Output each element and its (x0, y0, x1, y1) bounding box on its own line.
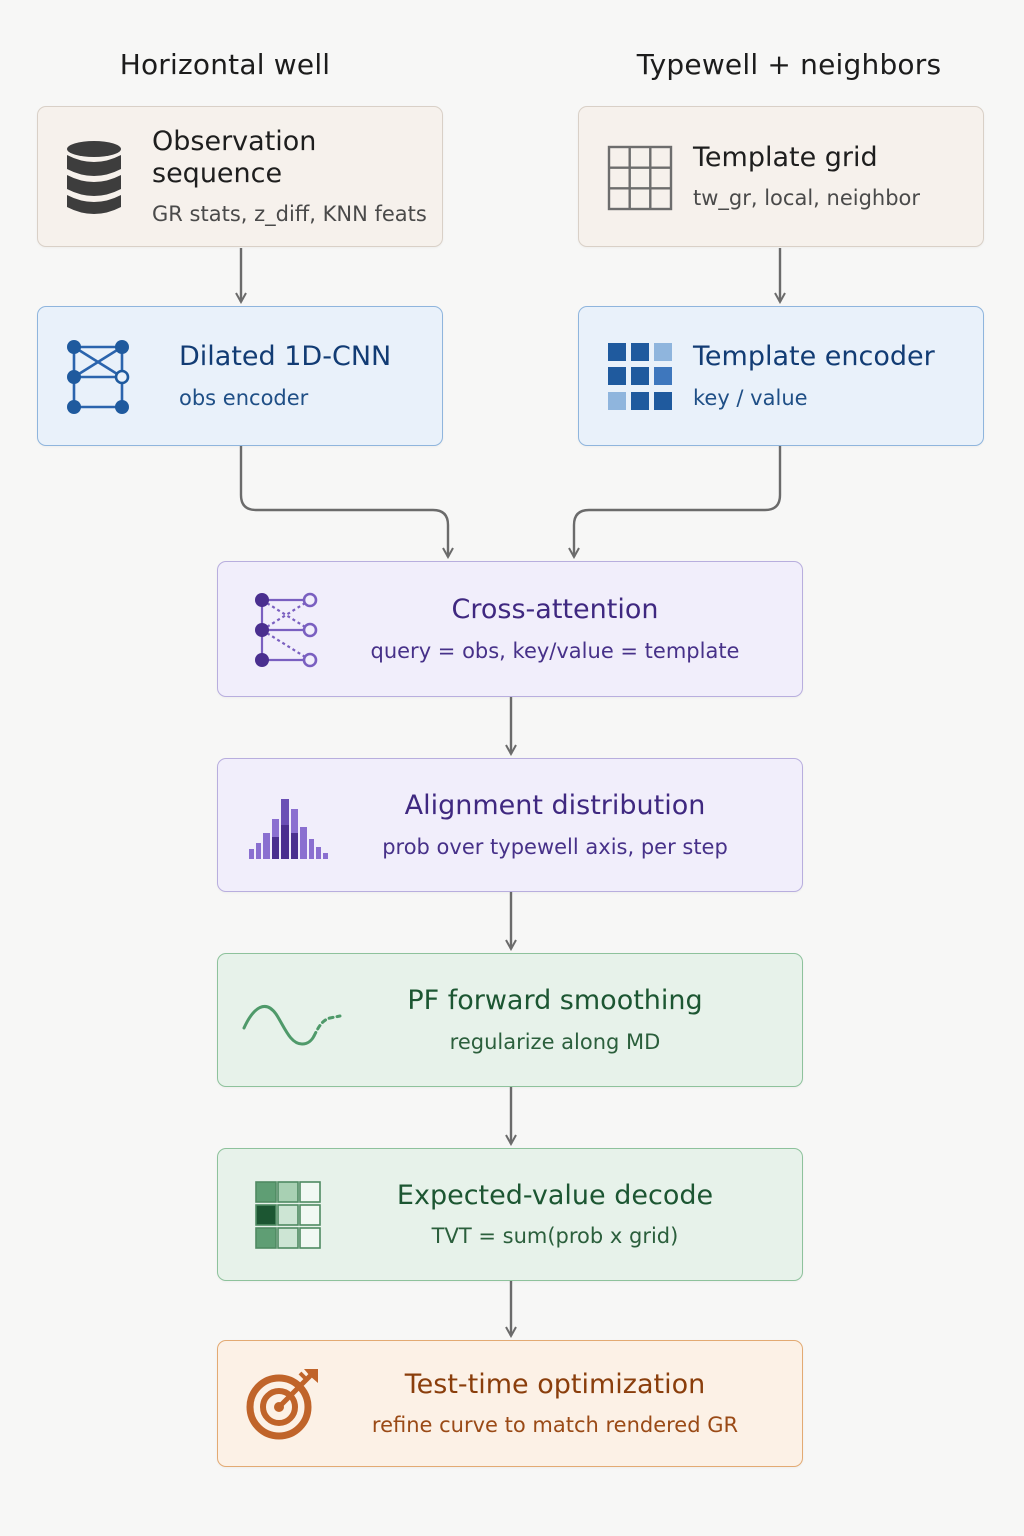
pf-smoothing-node: PF forward smoothing regularize along MD (217, 953, 803, 1087)
decode-node: Expected-value decode TVT = sum(prob x g… (217, 1148, 803, 1281)
cross-attention-node: Cross-attention query = obs, key/value =… (217, 561, 803, 697)
tto-subtitle: refine curve to match rendered GR (371, 1413, 739, 1438)
wave-icon (242, 996, 342, 1052)
histogram-icon (248, 797, 338, 865)
left-column-header: Horizontal well (119, 48, 331, 81)
cross-attention-subtitle: query = obs, key/value = template (370, 638, 740, 663)
cnn-node: Dilated 1D-CNN obs encoder (37, 306, 443, 446)
pf-smoothing-subtitle: regularize along MD (449, 1029, 661, 1054)
table-icon (255, 1181, 321, 1255)
network-icon (64, 339, 132, 419)
decode-title: Expected-value decode (396, 1179, 714, 1211)
cross-attention-title: Cross-attention (451, 594, 659, 626)
cnn-subtitle: obs encoder (179, 385, 309, 410)
template-grid-subtitle: tw_gr, local, neighbor (693, 186, 921, 211)
template-grid-node: Template grid tw_gr, local, neighbor (578, 106, 984, 247)
template-encoder-title: Template encoder (693, 341, 935, 373)
database-icon (64, 139, 124, 221)
decode-subtitle: TVT = sum(prob x grid) (431, 1224, 679, 1249)
arrow-cnn-to-attention (239, 446, 448, 557)
tto-node: Test-time optimization refine curve to m… (217, 1340, 803, 1467)
template-encoder-subtitle: key / value (693, 385, 808, 410)
pf-smoothing-title: PF forward smoothing (407, 985, 703, 1017)
observation-title: Observation sequence (152, 125, 317, 189)
alignment-title: Alignment distribution (404, 790, 706, 822)
observation-subtitle: GR stats, z_diff, KNN feats (152, 202, 427, 227)
tto-title: Test-time optimization (404, 1368, 706, 1400)
blocks-icon (607, 342, 673, 416)
template-grid-title: Template grid (693, 141, 878, 173)
alignment-distribution-node: Alignment distribution prob over typewel… (217, 758, 803, 892)
cnn-title: Dilated 1D-CNN (179, 341, 392, 373)
observation-sequence-node: Observation sequence GR stats, z_diff, K… (37, 106, 443, 247)
attention-icon (250, 592, 322, 672)
alignment-subtitle: prob over typewell axis, per step (382, 834, 728, 859)
target-icon (244, 1363, 324, 1447)
right-column-header: Typewell + neighbors (636, 48, 942, 81)
template-encoder-node: Template encoder key / value (578, 306, 984, 446)
arrow-encoder-to-attention (574, 446, 782, 557)
grid-icon (607, 145, 673, 215)
